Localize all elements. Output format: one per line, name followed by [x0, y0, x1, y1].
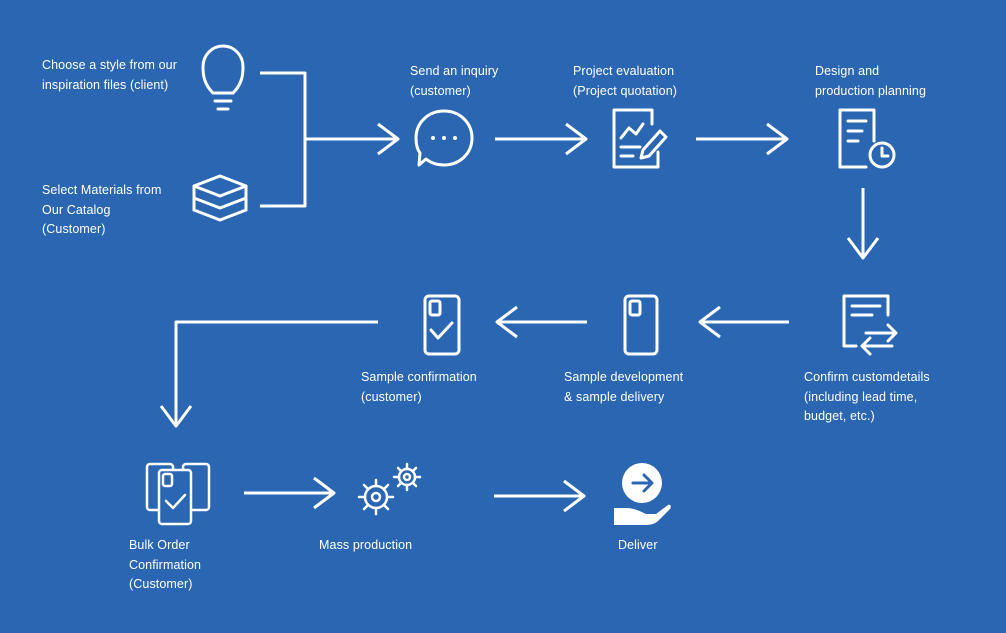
arrow-design-to-confirm [846, 188, 880, 260]
document-exchange-icon [842, 294, 898, 356]
step-label-send-inquiry: Send an inquiry(customer) [410, 64, 499, 98]
gears-icon [357, 462, 422, 516]
arrow-sample-confirm-to-bulk [159, 320, 378, 428]
arrow-sample-dev-to-sample-confirm [495, 305, 587, 339]
arrow-inquiry-to-evaluation [495, 122, 588, 156]
step-label-mass-production: Mass production [319, 538, 413, 552]
step-label-confirm-details: Confirm customdetails(including lead tim… [804, 370, 930, 423]
step-label-sample-confirmation: Sample confirmation(customer) [361, 370, 477, 404]
lightbulb-icon [201, 44, 245, 111]
arrow-mass-to-deliver [494, 479, 586, 513]
document-pencil-icon [612, 108, 668, 169]
step-label-deliver: Deliver [618, 538, 658, 552]
connectors [159, 71, 880, 513]
arrow-evaluation-to-design [696, 122, 789, 156]
document-clock-icon [838, 108, 896, 169]
step-label-sample-development: Sample development& sample delivery [564, 370, 684, 404]
phone-case-icon [623, 294, 659, 356]
step-label-project-evaluation: Project evaluation(Project quotation) [573, 64, 678, 98]
chat-bubble-icon [414, 109, 474, 167]
phone-cases-check-icon [145, 462, 211, 526]
arrow-bulk-to-mass [244, 476, 336, 510]
arrow-confirm-to-sample-dev [698, 305, 789, 339]
hand-delivery-icon [614, 463, 671, 525]
stacked-layers-icon [192, 174, 248, 222]
merge-connector [260, 71, 398, 208]
phone-case-check-icon [423, 294, 461, 356]
arrow-merge-to-inquiry [377, 122, 400, 156]
